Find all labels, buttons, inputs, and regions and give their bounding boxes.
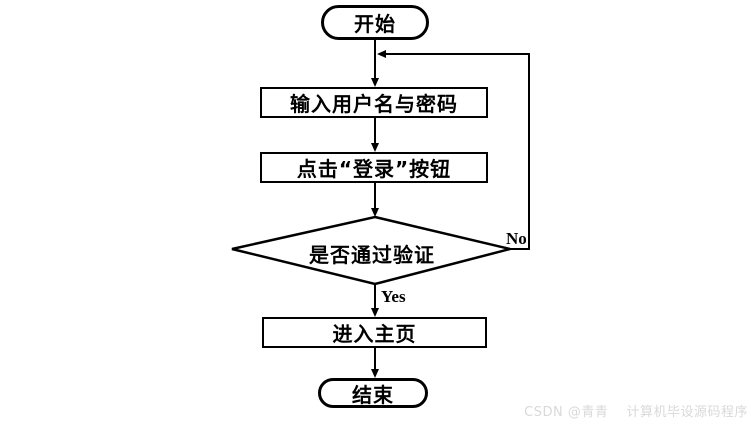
- arrowhead-input: [371, 78, 379, 87]
- click-login-node: 点击“登录”按钮: [260, 152, 488, 183]
- arrowhead-home: [371, 308, 379, 317]
- decision-node-label: 是否通过验证: [309, 243, 435, 267]
- arrowhead-decision: [371, 208, 379, 217]
- start-node: 开始: [321, 5, 429, 40]
- csdn-watermark: CSDN @青青 计算机毕设源码程序: [524, 405, 748, 420]
- arrowhead-no-loop: [377, 50, 386, 58]
- end-node: 结束: [318, 378, 428, 408]
- input-credentials-node: 输入用户名与密码: [260, 87, 488, 118]
- no-branch-label: No: [506, 229, 527, 248]
- enter-home-node: 进入主页: [262, 317, 487, 348]
- edge-no-loop: [385, 53, 530, 250]
- arrowhead-end: [371, 369, 379, 378]
- yes-branch-label: Yes: [381, 287, 406, 306]
- arrowhead-click: [371, 143, 379, 152]
